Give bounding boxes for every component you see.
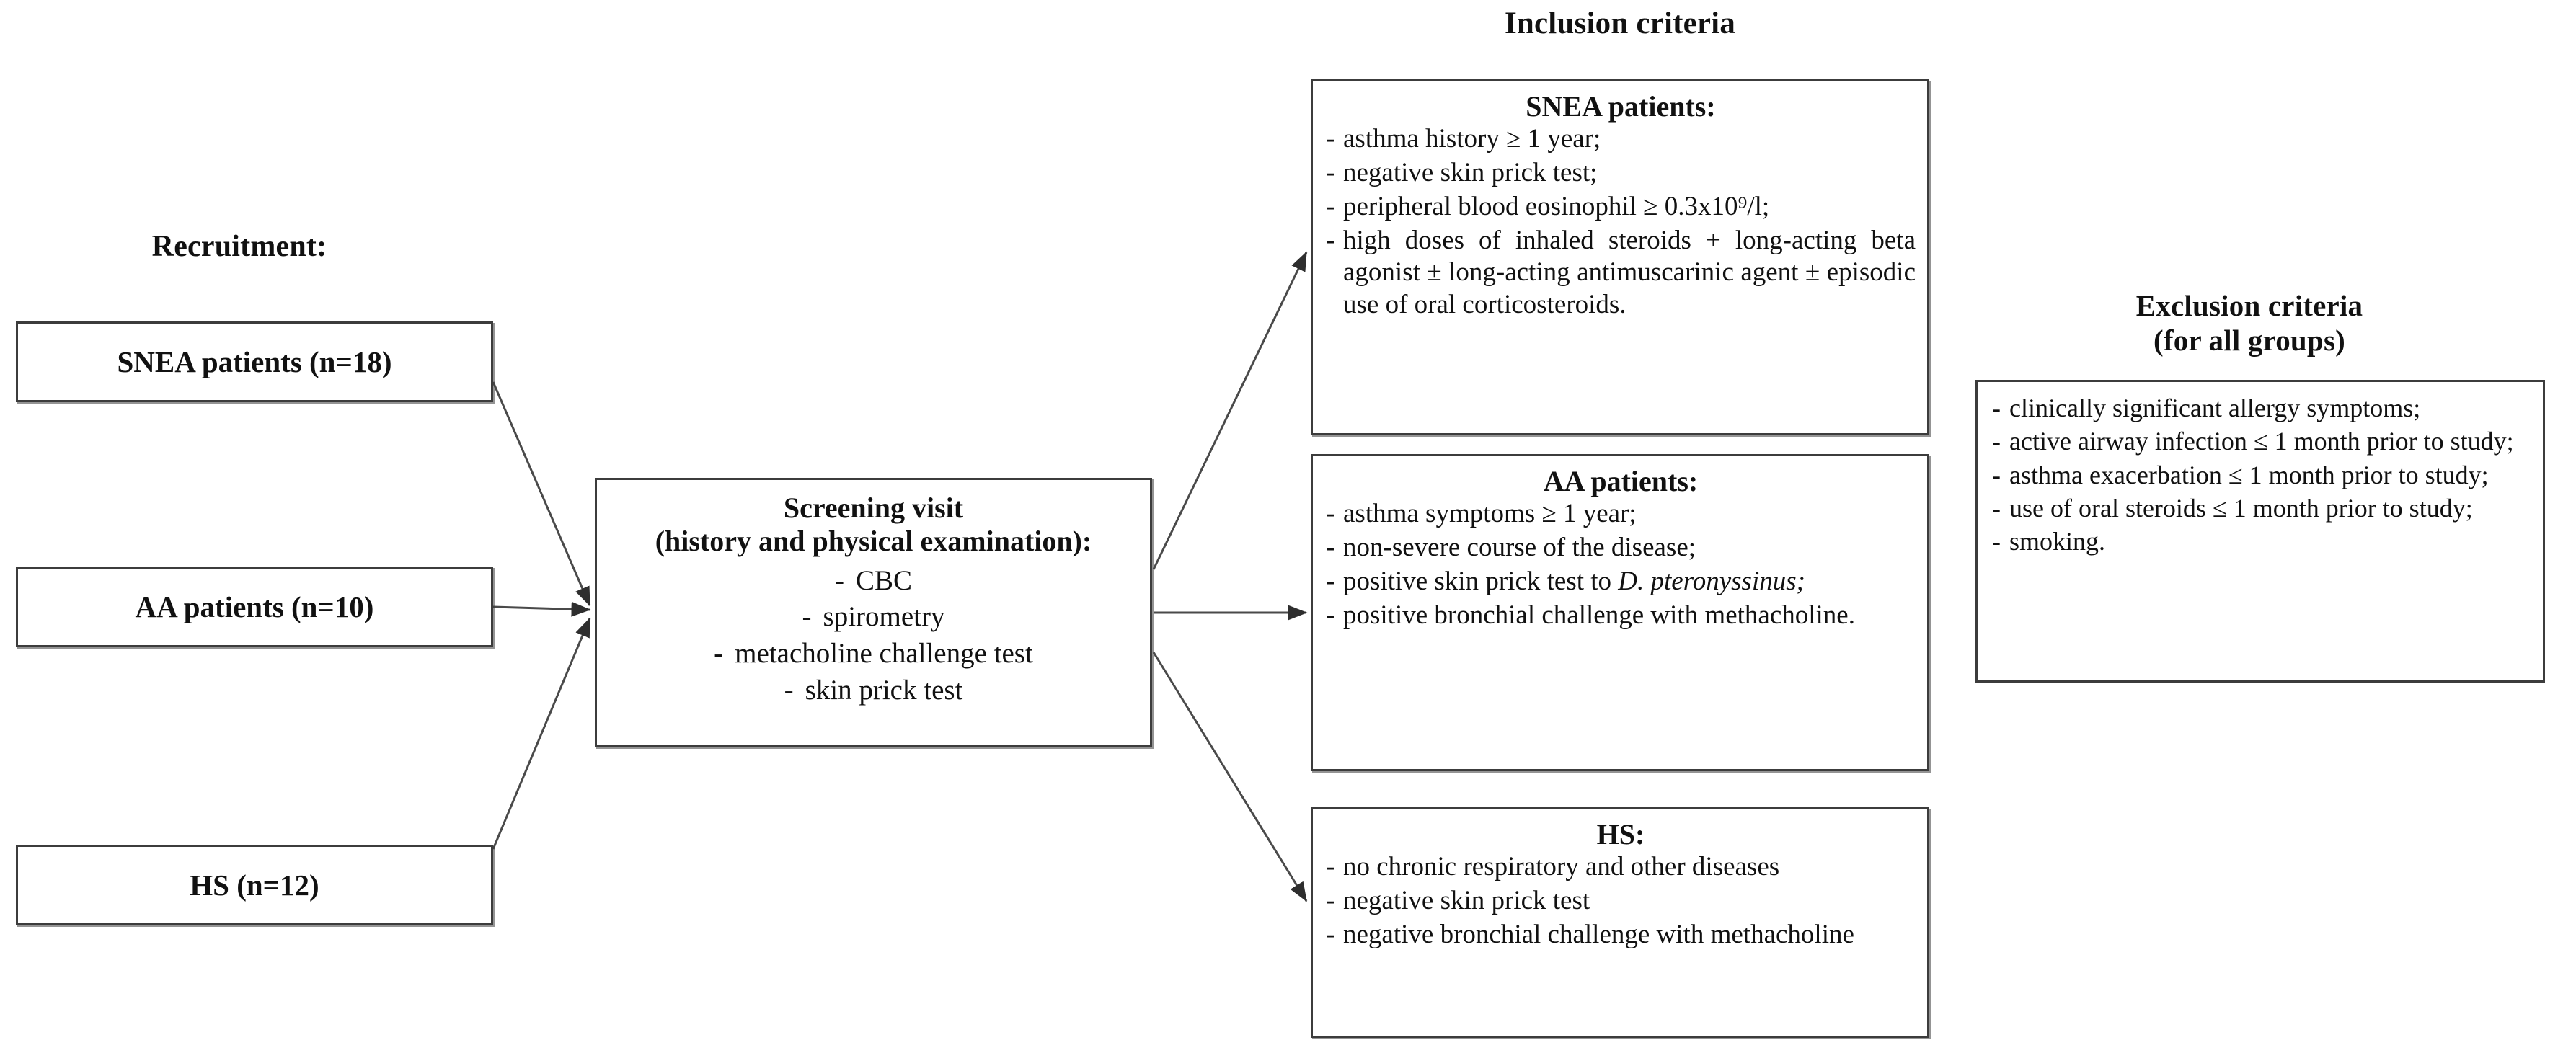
bullet-dash: -: [1326, 886, 1335, 916]
criteria-text: clinically significant allergy symptoms;: [2009, 394, 2421, 422]
list-item: - non-severe course of the disease;: [1326, 532, 1916, 564]
screening-visit-title: Screening visit (history and physical ex…: [610, 492, 1137, 559]
list-item: - use of oral steroids ≤ 1 month prior t…: [1992, 492, 2530, 524]
inclusion-list-hs: - no chronic respiratory and other disea…: [1326, 851, 1916, 951]
recruitment-heading: Recruitment:: [151, 230, 327, 263]
list-item: - peripheral blood eosinophil ≥ 0.3x10⁹/…: [1326, 191, 1916, 223]
criteria-text: asthma exacerbation ≤ 1 month prior to s…: [2009, 460, 2489, 489]
list-item: - asthma history ≥ 1 year;: [1326, 123, 1916, 156]
criteria-text: smoking.: [2009, 527, 2106, 556]
criteria-text: no chronic respiratory and other disease…: [1343, 852, 1780, 882]
recruitment-box-aa[interactable]: AA patients (n=10): [16, 567, 493, 647]
species-name: D. pteronyssinus;: [1618, 566, 1805, 596]
bullet-dash: -: [1326, 566, 1335, 596]
screening-dash: -: [834, 564, 844, 596]
list-item: - high doses of inhaled steroids + long-…: [1326, 225, 1916, 321]
recruitment-label-snea: SNEA patients (n=18): [117, 345, 392, 378]
screening-title-line1: Screening visit: [783, 492, 964, 524]
criteria-text: negative bronchial challenge with methac…: [1343, 919, 1854, 949]
screening-item-metacholine: -metacholine challenge test: [610, 636, 1137, 672]
bullet-dash: -: [1326, 225, 1335, 255]
inclusion-title-hs: HS:: [1596, 818, 1645, 850]
criteria-text: negative skin prick test: [1343, 886, 1590, 916]
criteria-text: non-severe course of the disease;: [1343, 533, 1696, 563]
criteria-text: positive skin prick test to: [1343, 566, 1619, 596]
criteria-text: negative skin prick test;: [1343, 158, 1598, 188]
list-item: - no chronic respiratory and other disea…: [1326, 851, 1916, 884]
inclusion-criteria-heading: Inclusion criteria: [1504, 6, 1736, 40]
recruitment-label-aa: AA patients (n=10): [135, 590, 374, 623]
bullet-dash: -: [1326, 191, 1335, 221]
list-item: - positive skin prick test to D. pterony…: [1326, 566, 1916, 598]
list-item: - positive bronchial challenge with meth…: [1326, 600, 1916, 632]
bullet-dash: -: [1326, 919, 1335, 949]
bullet-dash: -: [1992, 427, 2001, 456]
list-item: - active airway infection ≤ 1 month prio…: [1992, 425, 2530, 457]
inclusion-box-aa[interactable]: AA patients: - asthma symptoms ≥ 1 year;…: [1311, 454, 1929, 771]
criteria-text: active airway infection ≤ 1 month prior …: [2009, 427, 2514, 456]
bullet-dash: -: [1326, 600, 1335, 630]
arrow-snea-to-screening: [492, 381, 591, 607]
list-item: - negative bronchial challenge with meth…: [1326, 919, 1916, 951]
recruitment-box-snea[interactable]: SNEA patients (n=18): [16, 321, 493, 402]
inclusion-list-snea: - asthma history ≥ 1 year; - negative sk…: [1326, 123, 1916, 321]
screening-item-label: metacholine challenge test: [735, 638, 1033, 670]
bullet-dash: -: [1326, 533, 1335, 563]
criteria-text: peripheral blood eosinophil ≥ 0.3x10⁹/l;: [1343, 191, 1770, 221]
arrow-aa-to-screening: [492, 601, 591, 617]
exclusion-heading-line1: Exclusion criteria: [2135, 289, 2363, 322]
bullet-dash: -: [1326, 499, 1335, 529]
bullet-dash: -: [1992, 493, 2001, 523]
exclusion-criteria-heading: Exclusion criteria (for all groups): [1975, 288, 2523, 358]
list-item: - smoking.: [1992, 525, 2530, 557]
list-item: - negative skin prick test;: [1326, 157, 1916, 190]
inclusion-list-aa: - asthma symptoms ≥ 1 year; - non-severe…: [1326, 498, 1916, 631]
arrow-screening-to-snea-criteria: [1152, 251, 1308, 570]
list-item: - clinically significant allergy symptom…: [1992, 392, 2530, 424]
criteria-text: asthma history ≥ 1 year;: [1343, 124, 1601, 154]
screening-item-label: skin prick test: [805, 674, 963, 706]
screening-title-line2: (history and physical examination):: [655, 525, 1092, 558]
screening-item-skin-prick: -skin prick test: [610, 672, 1137, 709]
screening-item-label: spirometry: [823, 601, 945, 633]
screening-item-cbc: -CBC: [610, 563, 1137, 600]
recruitment-label-hs: HS (n=12): [190, 868, 319, 902]
criteria-text: use of oral steroids ≤ 1 month prior to …: [2009, 493, 2473, 523]
inclusion-box-snea[interactable]: SNEA patients: - asthma history ≥ 1 year…: [1311, 79, 1929, 435]
inclusion-title-snea: SNEA patients:: [1526, 90, 1716, 123]
screening-dash: -: [802, 601, 812, 633]
recruitment-box-hs[interactable]: HS (n=12): [16, 845, 493, 925]
screening-item-spirometry: -spirometry: [610, 599, 1137, 636]
arrow-hs-to-screening: [492, 617, 591, 850]
exclusion-criteria-box[interactable]: - clinically significant allergy symptom…: [1975, 380, 2545, 683]
arrow-screening-to-hs-criteria: [1152, 652, 1308, 902]
bullet-dash: -: [1992, 394, 2001, 422]
bullet-dash: -: [1326, 852, 1335, 882]
exclusion-list: - clinically significant allergy symptom…: [1992, 392, 2530, 557]
bullet-dash: -: [1992, 460, 2001, 489]
screening-dash: -: [784, 674, 794, 706]
list-item: - negative skin prick test: [1326, 885, 1916, 918]
screening-item-label: CBC: [855, 564, 913, 596]
list-item: - asthma symptoms ≥ 1 year;: [1326, 498, 1916, 530]
criteria-text-with-species: positive skin prick test to D. pteronyss…: [1343, 566, 1916, 598]
bullet-dash: -: [1992, 527, 2001, 556]
bullet-dash: -: [1326, 158, 1335, 188]
criteria-text: asthma symptoms ≥ 1 year;: [1343, 499, 1637, 529]
screening-dash: -: [714, 638, 724, 670]
criteria-text: positive bronchial challenge with methac…: [1343, 600, 1855, 630]
bullet-dash: -: [1326, 124, 1335, 154]
screening-visit-box[interactable]: Screening visit (history and physical ex…: [595, 478, 1152, 747]
list-item: - asthma exacerbation ≤ 1 month prior to…: [1992, 459, 2530, 491]
inclusion-box-hs[interactable]: HS: - no chronic respiratory and other d…: [1311, 807, 1929, 1038]
inclusion-title-aa: AA patients:: [1543, 465, 1699, 497]
exclusion-heading-line2: (for all groups): [2154, 324, 2345, 357]
criteria-text: high doses of inhaled steroids + long-ac…: [1343, 225, 1916, 320]
